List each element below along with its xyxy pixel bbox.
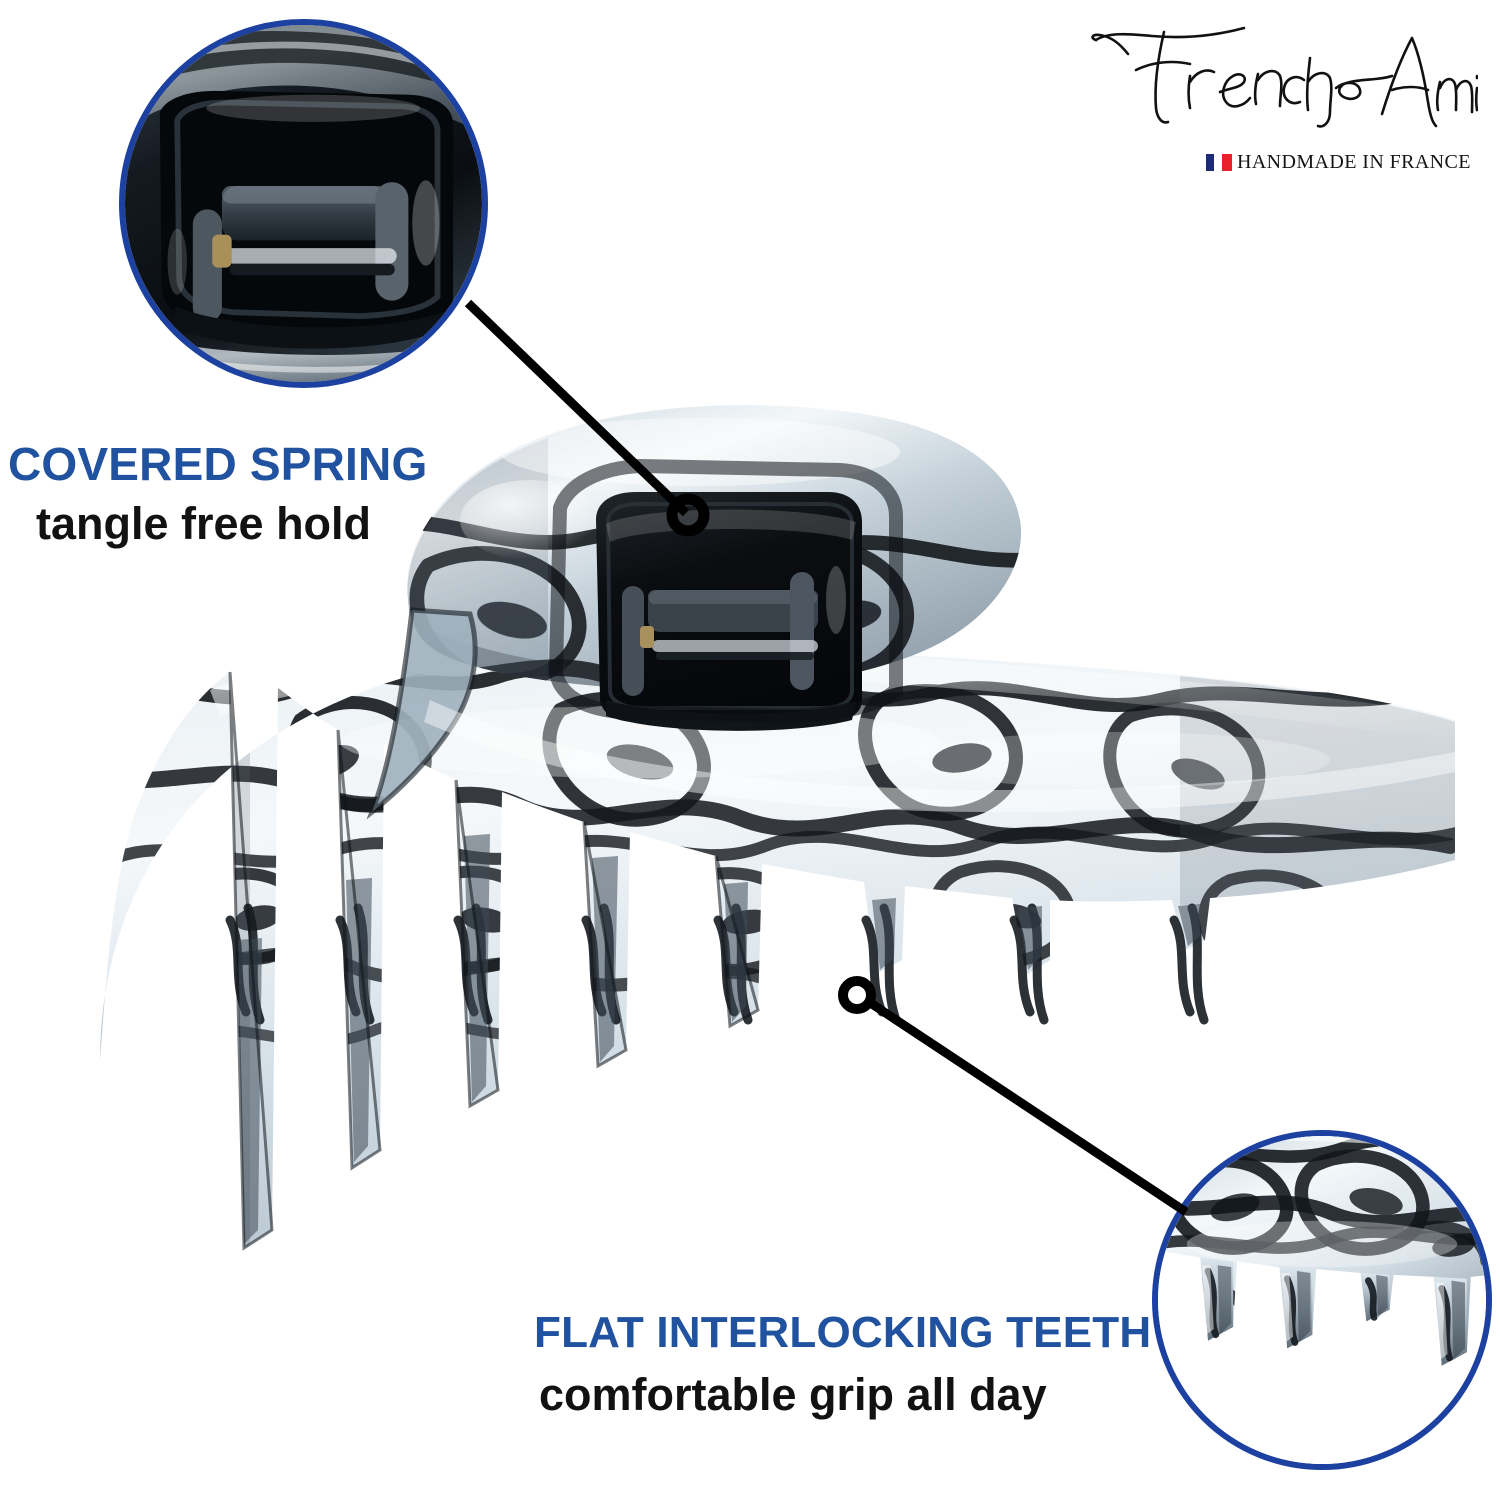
french-flag-icon bbox=[1206, 154, 1232, 171]
brand-tagline-text: HANDMADE IN FRANCE bbox=[1237, 151, 1471, 173]
zoom-bubble-flat-teeth bbox=[1152, 1130, 1492, 1470]
brand-tagline-row: HANDMADE IN FRANCE bbox=[1206, 151, 1471, 174]
callout-title-covered-spring: COVERED SPRING bbox=[8, 438, 428, 490]
zoom-bubble-covered-spring bbox=[119, 19, 488, 388]
brand-script-wordmark bbox=[1091, 26, 1478, 128]
callout-title-flat-teeth: FLAT INTERLOCKING TEETH bbox=[534, 1308, 1152, 1357]
callout-subtitle-covered-spring: tangle free hold bbox=[36, 498, 372, 549]
callout-subtitle-flat-teeth: comfortable grip all day bbox=[539, 1369, 1047, 1420]
brand-logo: HANDMADE IN FRANCE bbox=[1078, 18, 1478, 173]
covered-spring-housing bbox=[596, 492, 862, 731]
